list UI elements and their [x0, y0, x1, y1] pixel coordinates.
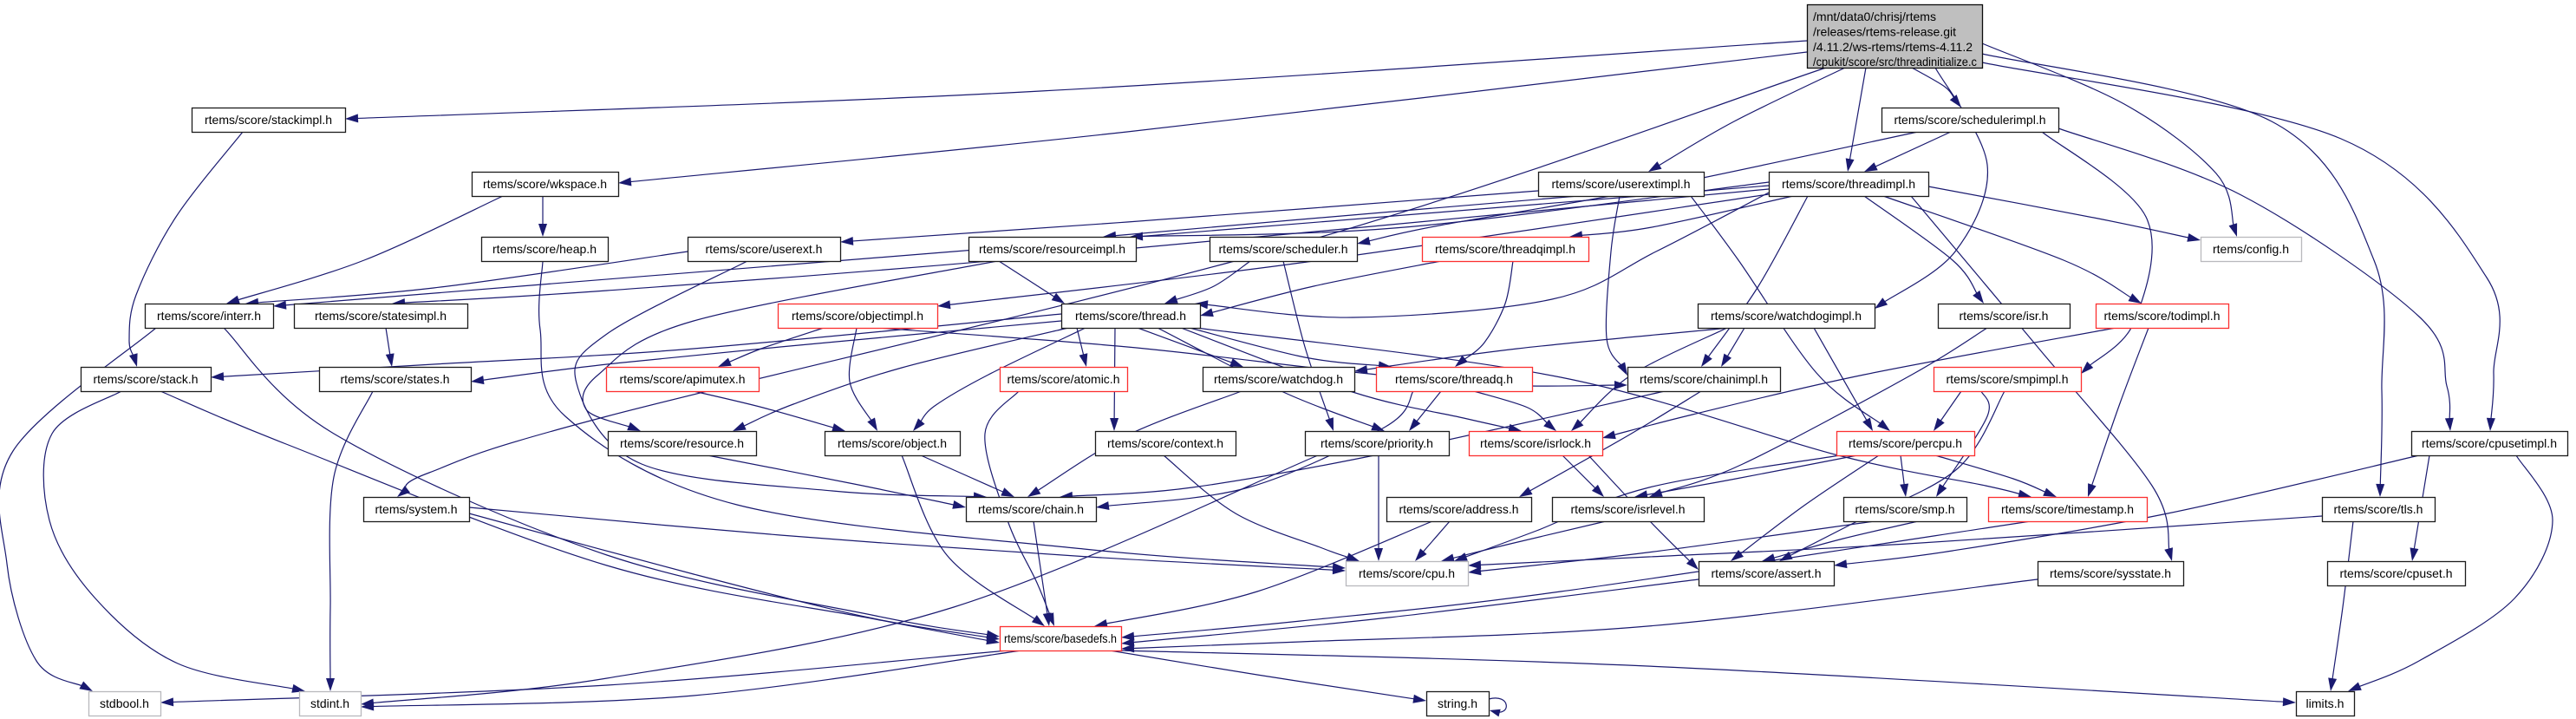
svg-text:stdint.h: stdint.h [310, 696, 349, 710]
svg-text:rtems/score/states.h: rtems/score/states.h [341, 372, 450, 386]
svg-text:rtems/score/context.h: rtems/score/context.h [1107, 436, 1223, 450]
svg-text:rtems/score/userextimpl.h: rtems/score/userextimpl.h [1552, 177, 1691, 191]
svg-text:rtems/score/percpu.h: rtems/score/percpu.h [1849, 436, 1962, 450]
svg-text:rtems/score/cpuset.h: rtems/score/cpuset.h [2340, 566, 2453, 580]
svg-text:rtems/system.h: rtems/system.h [375, 502, 458, 516]
svg-text:/4.11.2/ws-rtems/rtems-4.11.2: /4.11.2/ws-rtems/rtems-4.11.2 [1813, 40, 1973, 54]
svg-text:rtems/score/isrlock.h: rtems/score/isrlock.h [1480, 436, 1591, 450]
svg-text:rtems/score/interr.h: rtems/score/interr.h [157, 309, 261, 323]
svg-text:rtems/score/resource.h: rtems/score/resource.h [620, 436, 744, 450]
svg-text:rtems/score/objectimpl.h: rtems/score/objectimpl.h [792, 309, 923, 323]
svg-text:rtems/score/smpimpl.h: rtems/score/smpimpl.h [1947, 372, 2069, 386]
svg-text:rtems/score/smp.h: rtems/score/smp.h [1855, 502, 1955, 516]
svg-text:rtems/score/scheduler.h: rtems/score/scheduler.h [1219, 242, 1348, 256]
svg-text:rtems/score/object.h: rtems/score/object.h [838, 436, 947, 450]
svg-text:rtems/score/statesimpl.h: rtems/score/statesimpl.h [315, 309, 447, 323]
svg-text:/mnt/data0/chrisj/rtems: /mnt/data0/chrisj/rtems [1813, 10, 1936, 23]
svg-text:rtems/score/cpusetimpl.h: rtems/score/cpusetimpl.h [2422, 436, 2557, 450]
svg-text:rtems/config.h: rtems/config.h [2213, 242, 2289, 256]
svg-text:rtems/score/todimpl.h: rtems/score/todimpl.h [2104, 309, 2221, 323]
svg-text:rtems/score/atomic.h: rtems/score/atomic.h [1008, 372, 1120, 386]
svg-text:rtems/score/thread.h: rtems/score/thread.h [1075, 309, 1186, 323]
svg-text:rtems/score/priority.h: rtems/score/priority.h [1321, 436, 1433, 450]
svg-text:string.h: string.h [1438, 696, 1477, 710]
svg-text:/cpukit/score/src/threadinitia: /cpukit/score/src/threadinitialize.c [1813, 55, 1977, 69]
svg-text:rtems/score/timestamp.h: rtems/score/timestamp.h [2001, 502, 2134, 516]
svg-text:rtems/score/basedefs.h: rtems/score/basedefs.h [1004, 631, 1117, 645]
svg-text:rtems/score/userext.h: rtems/score/userext.h [706, 242, 823, 256]
svg-text:rtems/score/threadq.h: rtems/score/threadq.h [1395, 372, 1513, 386]
svg-text:/releases/rtems-release.git: /releases/rtems-release.git [1813, 24, 1956, 38]
svg-text:rtems/score/address.h: rtems/score/address.h [1399, 502, 1519, 516]
svg-text:rtems/score/stack.h: rtems/score/stack.h [94, 372, 199, 386]
svg-text:rtems/score/isrlevel.h: rtems/score/isrlevel.h [1571, 502, 1686, 516]
svg-text:rtems/score/isr.h: rtems/score/isr.h [1960, 309, 2049, 323]
svg-text:stdbool.h: stdbool.h [100, 696, 149, 710]
svg-text:rtems/score/watchdogimpl.h: rtems/score/watchdogimpl.h [1711, 309, 1862, 323]
svg-text:limits.h: limits.h [2306, 696, 2344, 710]
svg-text:rtems/score/watchdog.h: rtems/score/watchdog.h [1214, 372, 1343, 386]
svg-text:rtems/score/stackimpl.h: rtems/score/stackimpl.h [205, 113, 332, 127]
svg-text:rtems/score/schedulerimpl.h: rtems/score/schedulerimpl.h [1895, 113, 2046, 127]
svg-text:rtems/score/resourceimpl.h: rtems/score/resourceimpl.h [979, 242, 1125, 256]
svg-text:rtems/score/wkspace.h: rtems/score/wkspace.h [483, 177, 607, 191]
svg-text:rtems/score/sysstate.h: rtems/score/sysstate.h [2050, 566, 2171, 580]
svg-text:rtems/score/threadimpl.h: rtems/score/threadimpl.h [1782, 177, 1915, 191]
svg-text:rtems/score/chain.h: rtems/score/chain.h [978, 502, 1084, 516]
svg-text:rtems/score/cpu.h: rtems/score/cpu.h [1359, 566, 1455, 580]
svg-text:rtems/score/apimutex.h: rtems/score/apimutex.h [620, 372, 746, 386]
svg-text:rtems/score/tls.h: rtems/score/tls.h [2334, 502, 2423, 516]
svg-text:rtems/score/heap.h: rtems/score/heap.h [492, 242, 597, 256]
svg-text:rtems/score/chainimpl.h: rtems/score/chainimpl.h [1640, 372, 1768, 386]
svg-text:rtems/score/assert.h: rtems/score/assert.h [1712, 566, 1822, 580]
svg-text:rtems/score/threadqimpl.h: rtems/score/threadqimpl.h [1435, 242, 1575, 256]
